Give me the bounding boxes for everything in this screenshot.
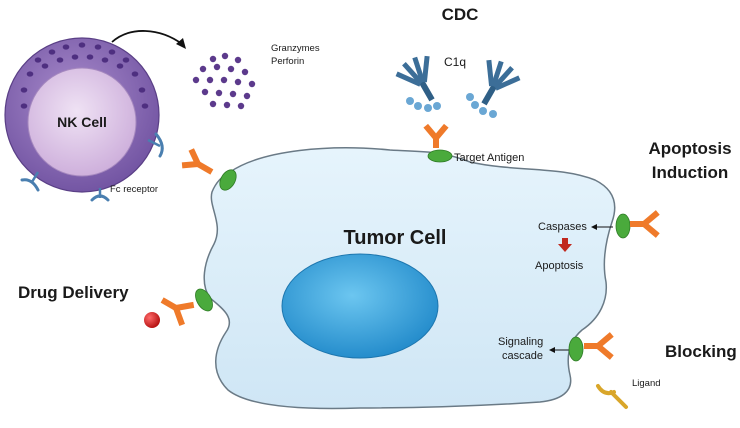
drug-delivery-label: Drug Delivery bbox=[18, 283, 129, 302]
fc-receptor-label: Fc receptor bbox=[110, 184, 158, 195]
apoptosis-induction-label-2: Induction bbox=[652, 163, 728, 182]
antibody-cdc bbox=[423, 123, 449, 148]
c1q-icon bbox=[395, 55, 435, 102]
caspase-down-arrow-icon bbox=[558, 238, 572, 252]
cdc-label: CDC bbox=[442, 5, 479, 24]
antigen-apoptosis bbox=[615, 213, 631, 239]
nk-cell-nucleus bbox=[27, 67, 137, 177]
signaling-label-2: cascade bbox=[502, 350, 543, 362]
arrowhead-icon bbox=[549, 347, 555, 353]
antibody-blocking bbox=[584, 332, 614, 360]
perforin-label: Perforin bbox=[271, 56, 304, 67]
antigen-cdc bbox=[427, 149, 453, 163]
signaling-label-1: Signaling bbox=[498, 336, 543, 348]
nk-cell-granules bbox=[20, 42, 149, 109]
fc-receptor-icon bbox=[90, 188, 110, 202]
antibody-apoptosis bbox=[630, 210, 660, 238]
target-antigen-label: Target Antigen bbox=[454, 152, 524, 164]
fc-receptor-icon bbox=[20, 171, 40, 192]
antibody-drug bbox=[160, 297, 195, 326]
ligand-label: Ligand bbox=[632, 378, 661, 389]
caspases-label: Caspases bbox=[538, 221, 587, 233]
tumor-cell-label: Tumor Cell bbox=[344, 227, 447, 249]
c1q-heads-right bbox=[466, 93, 497, 118]
antibody-adcc bbox=[181, 148, 214, 175]
granzymes-dots bbox=[192, 52, 256, 110]
drug-payload-icon bbox=[144, 312, 160, 328]
antigen-adcc bbox=[219, 169, 237, 191]
antigen-drug bbox=[195, 288, 213, 312]
apoptosis-induction-label-1: Apoptosis bbox=[648, 139, 731, 158]
ligand-icon bbox=[596, 384, 628, 409]
nk-cell-label: NK Cell bbox=[57, 114, 107, 130]
antigen-blocking bbox=[568, 336, 584, 362]
c1q-label: C1q bbox=[444, 55, 466, 69]
c1q-icon bbox=[481, 59, 521, 106]
blocking-label: Blocking bbox=[665, 342, 737, 361]
arrowhead-icon bbox=[176, 38, 186, 49]
arrowhead-icon bbox=[591, 224, 597, 230]
nucleus bbox=[281, 253, 439, 359]
fc-receptor-icon bbox=[147, 132, 164, 158]
release-arrow bbox=[111, 30, 183, 45]
granzymes-label: Granzymes bbox=[271, 43, 320, 54]
c1q-heads-left bbox=[406, 97, 441, 112]
apoptosis-label: Apoptosis bbox=[535, 260, 584, 272]
